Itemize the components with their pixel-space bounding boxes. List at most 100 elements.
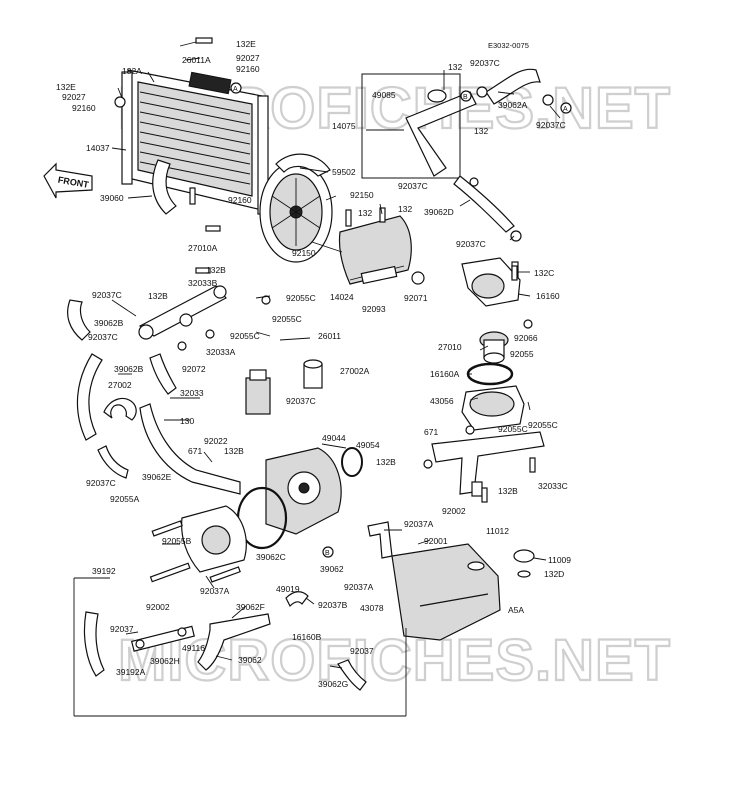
part-label: 92093 xyxy=(362,304,386,314)
part-label: 92055C xyxy=(528,420,558,430)
part-label: 39192A xyxy=(116,667,146,677)
part-label: 26011A xyxy=(182,55,211,65)
sender-27002a xyxy=(245,369,271,415)
part-label: 32033B xyxy=(188,278,218,288)
part-label: 132B xyxy=(224,446,244,456)
hose-39062c xyxy=(367,521,393,559)
reservoir-cap xyxy=(513,549,535,563)
part-label: 39062 xyxy=(238,655,262,665)
o-ring-49044 xyxy=(341,447,363,477)
hose-39062e xyxy=(97,445,129,479)
part-label: 16160 xyxy=(536,291,560,301)
part-label: 92037C xyxy=(88,332,118,342)
part-label: 92027 xyxy=(236,53,260,63)
part-label: 130 xyxy=(180,416,194,426)
reservoir-tank xyxy=(391,543,501,641)
part-label: 49054 xyxy=(356,440,380,450)
part-label: 32033 xyxy=(180,388,204,398)
part-label: 132B xyxy=(148,291,168,301)
part-label: 27002A xyxy=(340,366,370,376)
part-label: 14037 xyxy=(86,143,110,153)
part-label: 92055C xyxy=(230,331,260,341)
hose-39062d xyxy=(453,175,515,233)
hose-32033a xyxy=(76,353,103,441)
part-label: 27010A xyxy=(188,243,218,253)
part-label: 92150 xyxy=(292,248,316,258)
part-label: 39060 xyxy=(100,193,124,203)
part-label: 132B xyxy=(498,486,518,496)
part-label: 39062C xyxy=(256,552,286,562)
part-label: 59502 xyxy=(332,167,356,177)
part-label: 92160 xyxy=(228,195,252,205)
part-label: 49116 xyxy=(182,643,205,653)
part-label: 11012 xyxy=(486,526,509,536)
part-label: 92037A xyxy=(404,519,434,529)
part-label: 92072 xyxy=(182,364,206,374)
part-label: 14024 xyxy=(330,292,354,302)
part-label: 39062G xyxy=(318,679,348,689)
part-label: 92037C xyxy=(86,478,116,488)
part-label: 132 xyxy=(474,126,488,136)
part-label: 92055 xyxy=(510,349,534,359)
part-label: 49019 xyxy=(276,584,300,594)
bracket-14075 xyxy=(361,73,461,179)
circle-markers: A B A B xyxy=(230,82,572,558)
part-label: 92150 xyxy=(350,190,374,200)
part-label: 92037C xyxy=(470,58,500,68)
part-label: 39062F xyxy=(236,602,265,612)
pipe-32033c xyxy=(431,431,545,497)
hose-39062-lower xyxy=(285,591,309,608)
part-label: 39062B xyxy=(114,364,144,374)
part-label: 32033A xyxy=(206,347,236,357)
part-label: 92055C xyxy=(498,424,528,434)
sender-27002 xyxy=(303,359,323,389)
hose-39060 xyxy=(152,159,177,215)
part-label: 43056 xyxy=(430,396,454,406)
part-label: 39062 xyxy=(320,564,344,574)
marker-a1: A xyxy=(233,86,238,93)
pipe-14075 xyxy=(405,68,554,177)
part-label: 92037 xyxy=(350,646,374,656)
part-label: 92037C xyxy=(536,120,566,130)
part-label: 39062A xyxy=(498,100,528,110)
front-arrow: FRONT xyxy=(43,162,93,199)
marker-b1: B xyxy=(463,94,468,101)
bolts xyxy=(114,37,536,583)
pipe-32033 xyxy=(139,403,241,495)
reference-code: E3032-0075 xyxy=(488,41,529,50)
bracket-a5a xyxy=(73,577,407,717)
part-label: 132A xyxy=(122,66,142,76)
part-label: 92160 xyxy=(236,64,260,74)
part-label: 92037C xyxy=(286,396,316,406)
part-label: 132B xyxy=(206,265,226,275)
clamp-92072 xyxy=(103,397,137,421)
water-pump xyxy=(265,447,363,535)
o-ring-92055 xyxy=(466,362,514,386)
fan-assembly xyxy=(259,153,333,263)
part-label: 671 xyxy=(424,427,438,437)
part-label: 16160B xyxy=(292,632,322,642)
part-label: 132E xyxy=(56,82,76,92)
part-label: 11009 xyxy=(548,555,571,565)
part-label: 92001 xyxy=(424,536,448,546)
cap-washer xyxy=(517,570,531,578)
part-label: 39062D xyxy=(424,207,454,217)
hose-39062b-lower xyxy=(149,353,177,395)
part-label: 43078 xyxy=(360,603,384,613)
thermostat-housing xyxy=(461,385,525,431)
part-label: 39192 xyxy=(92,566,116,576)
part-label: 92037C xyxy=(398,181,428,191)
part-label: 49085 xyxy=(372,90,396,100)
part-label: 92037 xyxy=(110,624,134,634)
part-label: 92071 xyxy=(404,293,428,303)
part-label: 92002 xyxy=(146,602,170,612)
hose-39062b-upper xyxy=(67,299,91,341)
part-label: 92002 xyxy=(442,506,466,516)
part-label: A5A xyxy=(508,605,524,615)
part-label: 671 xyxy=(188,446,202,456)
pipe-32033b xyxy=(138,285,227,340)
part-label: 27010 xyxy=(438,342,462,352)
fan-cover xyxy=(338,215,425,285)
part-label: 132E xyxy=(236,39,256,49)
part-label: 132 xyxy=(358,208,372,218)
